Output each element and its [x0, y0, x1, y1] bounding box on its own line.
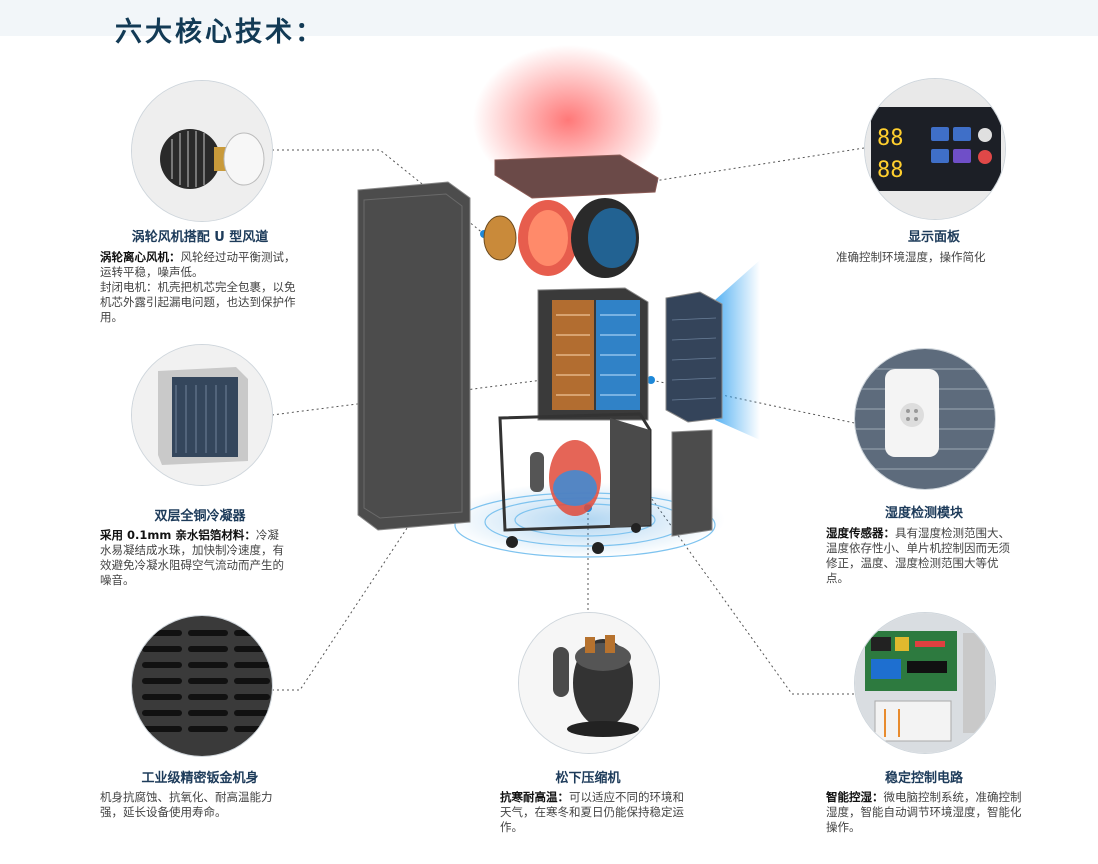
feature-desc-sheet-metal: 机身抗腐蚀、抗氧化、耐高温能力强，延长设备使用寿命。 — [100, 790, 273, 819]
front-panel — [671, 429, 713, 537]
filter-grille — [665, 291, 723, 423]
cold-air-beam — [715, 260, 760, 440]
feature-title-compressor: 松下压缩机 — [555, 771, 621, 786]
feature-image-condenser — [131, 344, 273, 486]
feature-image-display: 88 88 — [864, 78, 1006, 220]
coil-block — [537, 287, 649, 421]
feature-image-sheet-metal — [131, 615, 273, 757]
feature-title-control-circuit: 稳定控制电路 — [884, 771, 963, 786]
side-panel — [357, 181, 471, 531]
feature-title-condenser: 双层全铜冷凝器 — [154, 509, 246, 524]
feature-image-humidity-sensor — [854, 348, 996, 490]
compressor-icon — [519, 613, 659, 753]
turbo-fan-assembly — [483, 198, 639, 278]
feature-title-display: 显示面板 — [907, 230, 960, 245]
circuit-board-icon — [855, 613, 995, 753]
feature-title-sheet-metal: 工业级精密钣金机身 — [141, 771, 259, 786]
turbo-fan-icon — [132, 81, 272, 221]
compressor-frame — [498, 412, 652, 554]
feature-image-compressor — [518, 612, 660, 754]
feature-title-humidity-sensor: 湿度检测模块 — [884, 506, 963, 521]
feature-desc-turbo-fan: 涡轮离心风机：风轮经过动平衡测试，运转平稳，噪声低。 封闭电机：机壳把机芯完全包… — [100, 250, 296, 324]
page-title: 六大核心技术： — [115, 17, 325, 48]
header-band — [0, 0, 1098, 36]
feature-desc-display: 准确控制环境湿度，操作简化 — [836, 250, 986, 264]
feature-desc-condenser: 采用 0.1mm 亲水铝箔材料：冷凝水易凝结成水珠，加快制冷速度，有效避免冷凝水… — [100, 528, 284, 587]
feature-image-turbo-fan — [131, 80, 273, 222]
feature-image-control-circuit — [854, 612, 996, 754]
feature-desc-humidity-sensor: 湿度传感器：具有湿度检测范围大、温度依存性小、单片机控制因而无须修正，温度、湿度… — [826, 526, 1010, 585]
feature-desc-compressor: 抗寒耐高温：可以适应不同的环境和天气，在寒冬和夏日仍能保持稳定运作。 — [500, 790, 684, 834]
top-cover — [494, 154, 659, 199]
condenser-coil-icon — [132, 345, 272, 485]
metal-grille-icon — [132, 616, 272, 756]
svg-text:88: 88 — [877, 158, 904, 183]
humidity-sensor-icon — [855, 349, 995, 489]
display-panel-icon: 88 88 — [865, 79, 1005, 219]
feature-desc-control-circuit: 智能控湿：微电脑控制系统，准确控制湿度，智能自动调节环境湿度，智能化操作。 — [826, 790, 1022, 834]
svg-text:88: 88 — [877, 126, 904, 151]
feature-title-turbo-fan: 涡轮风机搭配 U 型风道 — [131, 230, 269, 245]
dehumidifier-exploded-view — [357, 45, 760, 558]
